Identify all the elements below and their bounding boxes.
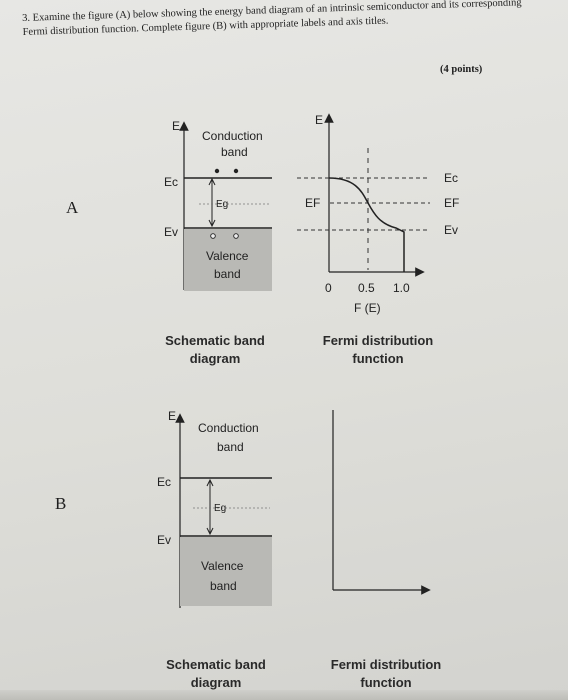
figure-b-eg-arrowhead-up (206, 478, 214, 487)
figure-a-eg-label: Eg (216, 199, 228, 210)
figure-a-fermi-curve (328, 177, 405, 272)
caption-line: Fermi distribution (330, 657, 442, 672)
figure-a-band-diagram: E Conduction band Ec Eg Ev Valence band (164, 119, 272, 291)
figure-b-e-label: E (168, 409, 176, 423)
figure-a-caption-fermi: Fermi distribution function (308, 332, 448, 368)
figure-a-fermi-plot: E EF Ec EF Ev 0 0.5 1.0 F (E) (297, 113, 459, 315)
points-label: (4 points) (440, 64, 483, 75)
figure-a-hole (233, 233, 239, 239)
figure-b-letter: B (55, 494, 67, 513)
figure-a-hole (210, 233, 216, 239)
figure-a-conduction-line2: band (221, 145, 248, 159)
figure-b-eg-label: Eg (214, 503, 226, 514)
figure-a-caption-band: Schematic band diagram (150, 332, 280, 368)
figure-a-ec-label: Ec (164, 175, 178, 189)
figure-b-caption-fermi: Fermi distribution function (313, 656, 459, 692)
figure-b-valence-line2: band (210, 579, 237, 593)
figure-a-electron (233, 168, 239, 174)
figure-b-band-diagram: E Conduction band Ec Eg Ev Valence band (157, 409, 272, 608)
figure-a-fermi-xlabel: F (E) (354, 301, 381, 315)
figure-b-conduction-line2: band (217, 440, 244, 454)
caption-line: Schematic band (166, 657, 266, 672)
figure-a-eg-arrowhead-down (208, 219, 216, 228)
figure-b-valence-band (180, 537, 272, 606)
figure-a-valence-band (184, 229, 272, 291)
figure-a-conduction-line1: Conduction (202, 129, 263, 143)
figure-a-fermi-tick-10: 1.0 (393, 281, 410, 295)
page-bottom-edge (0, 690, 568, 700)
figure-a-eg-arrowhead-up (208, 177, 216, 186)
figure-b-valence-line1: Valence (201, 559, 244, 573)
figure-a-fermi-ec-label: Ec (444, 171, 458, 185)
figure-a-fermi-tick-0: 0 (325, 281, 332, 295)
figure-b-ev-label: Ev (157, 533, 171, 547)
figure-a-fermi-ef-label: EF (444, 196, 459, 210)
caption-line: diagram (190, 675, 242, 690)
figure-b-caption-band: Schematic band diagram (148, 656, 284, 692)
figure-a-fermi-e-label: E (315, 113, 323, 127)
figure-b-ec-label: Ec (157, 475, 171, 489)
figure-b-conduction-line1: Conduction (198, 421, 259, 435)
caption-line: function (360, 675, 412, 690)
figure-a-valence-line2: band (214, 267, 241, 281)
figure-a-fermi-ef-left: EF (305, 196, 320, 210)
figure-a-ev-label: Ev (164, 225, 178, 239)
figure-a-fermi-tick-05: 0.5 (358, 281, 375, 295)
figure-a-valence-line1: Valence (206, 249, 249, 263)
figure-b-eg-arrowhead-down (206, 527, 214, 536)
figure-a-electron (214, 168, 220, 174)
figure-b-fermi-axes (332, 410, 431, 595)
figure-a-fermi-ev-label: Ev (444, 223, 458, 237)
figure-a-e-label: E (172, 119, 180, 133)
caption-line: Schematic band (165, 333, 265, 348)
caption-line: diagram (189, 351, 241, 366)
figure-a-letter: A (66, 198, 79, 217)
caption-line: function (352, 351, 404, 366)
caption-line: Fermi distribution (322, 333, 434, 348)
